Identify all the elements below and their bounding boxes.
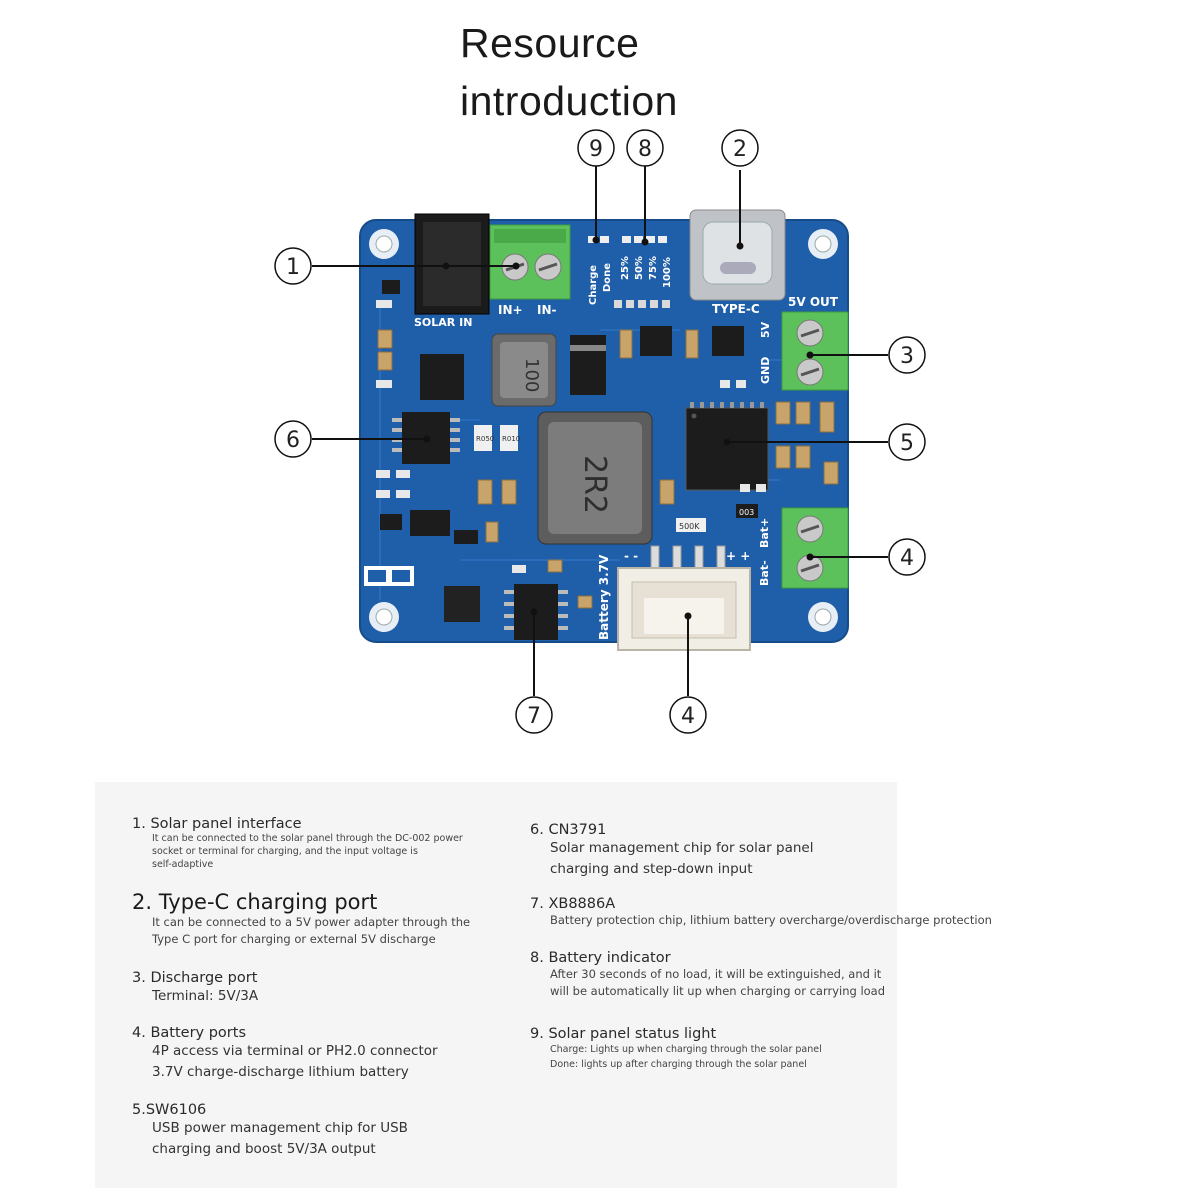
desc-cn3791: 6. CN3791 Solar management chip for sola… [530,822,814,877]
mosfet-3 [712,326,744,356]
silk-in-plus: IN+ [498,303,523,317]
silk-in-minus: IN- [537,303,557,317]
inductor-main-label: 2R2 [577,455,612,514]
svg-text:2: 2 [733,137,747,162]
callout-4-terminal: 4 [888,538,926,576]
mount-hole-tr [808,229,838,259]
silk-minus-minus: - - [624,549,638,563]
res-r050-label: R050 [476,435,494,443]
silk-5v: 5V [759,321,772,338]
desc-discharge-port: 3. Discharge port Terminal: 5V/3A [132,970,259,1004]
silk-solar-in: SOLAR IN [414,316,472,329]
silk-done: Done [602,263,613,292]
page-title: Resource introduction [460,20,678,124]
mount-hole-bl [369,602,399,632]
silk-50: 50% [634,256,645,280]
silk-75: 75% [648,256,659,280]
mount-hole-br [808,602,838,632]
mosfet-2 [640,326,672,356]
desc-solar-status-light: 9. Solar panel status light Charge: Ligh… [530,1026,822,1070]
desc-battery-ports: 4. Battery ports 4P access via terminal … [132,1025,438,1080]
silk-charge: Charge [588,265,599,305]
svg-text:7: 7 [527,704,541,729]
desc-xb8886a: 7. XB8886A Battery protection chip, lith… [530,896,992,927]
led-charge [588,236,597,243]
callout-6: 6 [274,420,312,458]
svg-text:8: 8 [638,137,652,162]
desc-type-c-port: 2. Type-C charging port It can be connec… [132,890,471,946]
chip-sw6106 [685,407,769,491]
callout-1: 1 [274,247,312,285]
silk-gnd: GND [759,357,772,384]
callout-2: 2 [721,129,759,167]
mount-hole-tl [369,229,399,259]
callout-4-connector: 4 [669,696,707,734]
callout-9: 9 [577,129,615,167]
description-panel: 1. Solar panel interface It can be conne… [95,782,992,1188]
board-diagram: SOLAR IN IN+ IN- Charge Done 25% 50% 75%… [274,129,926,734]
qfn-ic [444,586,480,622]
resistor-r010 [500,425,518,451]
svg-text:3: 3 [900,344,914,369]
leader-lines [312,166,888,696]
callout-5: 5 [888,423,926,461]
res-500k-label: 500K [679,522,700,531]
desc-battery-indicator: 8. Battery indicator After 30 seconds of… [530,950,886,998]
mosfet-1 [420,354,464,400]
svg-text:5: 5 [900,431,914,456]
svg-text:1: 1 [286,255,300,280]
silk-100: 100% [662,257,673,288]
resistor-003 [736,504,758,518]
callout-3: 3 [888,336,926,374]
svg-text:6: 6 [286,428,300,453]
silk-bat-minus: Bat- [758,560,771,586]
silk-bat-plus: Bat+ [758,518,771,548]
capacitors [377,329,839,609]
svg-text:9: 9 [589,137,603,162]
callout-7: 7 [515,696,553,734]
silk-battery: Battery 3.7V [597,554,611,640]
silk-type-c: TYPE-C [712,302,760,316]
callout-8: 8 [626,129,664,167]
battery-indicator-leds [622,236,667,243]
silk-5v-out: 5V OUT [788,295,839,309]
svg-text:4: 4 [681,704,695,729]
silk-plus-plus: + + [726,549,750,563]
desc-sw6106: 5.SW6106 USB power management chip for U… [132,1102,408,1157]
silk-25: 25% [620,256,631,280]
small-ic [410,510,450,536]
res-r010-label: R010 [502,435,520,443]
inductor-top-label: 100 [521,358,542,392]
res-003-label: 003 [739,508,754,517]
diode [570,335,606,395]
led-done [600,236,609,243]
desc-solar-panel-interface: 1. Solar panel interface It can be conne… [132,816,463,870]
svg-text:4: 4 [900,546,914,571]
resistor-r050 [474,425,492,451]
smd-dark [380,280,478,544]
resistor-500k [676,518,706,532]
smd-parts [376,300,766,573]
